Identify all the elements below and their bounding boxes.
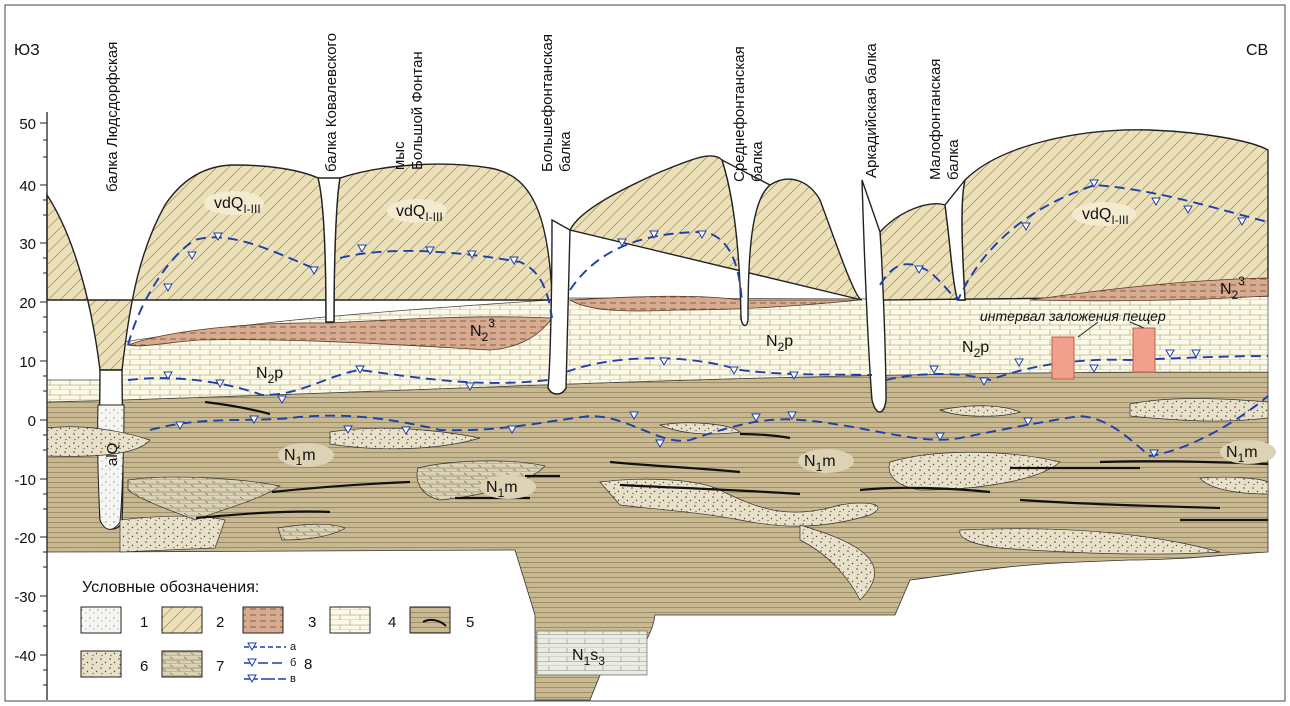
legend-swatch-sand bbox=[81, 651, 121, 677]
direction-ne: СВ bbox=[1246, 42, 1268, 59]
axis-tick-label: 40 bbox=[19, 178, 36, 195]
legend-swatch-sandy-limestone bbox=[162, 651, 202, 677]
axis-tick-label: -20 bbox=[14, 530, 36, 547]
legend-title: Условные обозначения: bbox=[82, 579, 259, 596]
axis-tick-label: 10 bbox=[19, 354, 36, 371]
label-srednefontan-2: балка bbox=[749, 141, 766, 182]
direction-sw: ЮЗ bbox=[14, 42, 40, 59]
label-malofontan-2: балка bbox=[945, 139, 962, 180]
axis-tick-label: 30 bbox=[19, 236, 36, 253]
legend-sub-b: б bbox=[290, 657, 296, 669]
legend-label: 8 bbox=[304, 656, 312, 673]
axis-tick-label: -10 bbox=[14, 472, 36, 489]
label-cape: мыс bbox=[391, 141, 408, 170]
gully-bolshefontan bbox=[548, 220, 570, 394]
legend-label: 6 bbox=[140, 658, 148, 675]
legend-label: 4 bbox=[388, 614, 396, 631]
legend-sub-v: в bbox=[290, 673, 296, 685]
unit-alq: alQ bbox=[104, 443, 121, 466]
legend-swatch-limestone bbox=[330, 607, 370, 633]
axis-tick-label: 0 bbox=[28, 413, 36, 430]
label-kovalevsky: балка Ковалевского bbox=[323, 33, 340, 172]
axis-tick-label: 50 bbox=[19, 116, 36, 133]
axis-tick-label: 20 bbox=[19, 295, 36, 312]
axis-tick-label: -30 bbox=[14, 589, 36, 606]
legend-sub-a: а bbox=[290, 641, 297, 653]
label-ludsdorf: балка Людсдорфская bbox=[104, 42, 121, 192]
legend-swatch-alluvium bbox=[81, 607, 121, 633]
label-bolshefontan: Большефонтанская bbox=[539, 34, 556, 172]
label-bolshefontan-2: балка bbox=[557, 131, 574, 172]
legend-label: 2 bbox=[216, 614, 224, 631]
legend-label: 1 bbox=[140, 614, 148, 631]
legend-label: 5 bbox=[466, 614, 474, 631]
label-arkadia: Аркадийская балка bbox=[863, 43, 880, 178]
cave-interval-label: интервал заложения пещер bbox=[980, 308, 1166, 324]
label-srednefontan: Среднефонтанская bbox=[731, 46, 748, 182]
axis-tick-label: -40 bbox=[14, 648, 36, 665]
gully-alluvium bbox=[98, 405, 124, 529]
legend-label: 7 bbox=[216, 658, 224, 675]
legend-swatch-red-clay bbox=[243, 607, 283, 633]
legend-swatch-loess bbox=[162, 607, 202, 633]
label-malofontan: Малофонтанская bbox=[927, 59, 944, 180]
legend-label: 3 bbox=[308, 614, 316, 631]
label-cape-name: Большой Фонтан bbox=[409, 51, 426, 170]
